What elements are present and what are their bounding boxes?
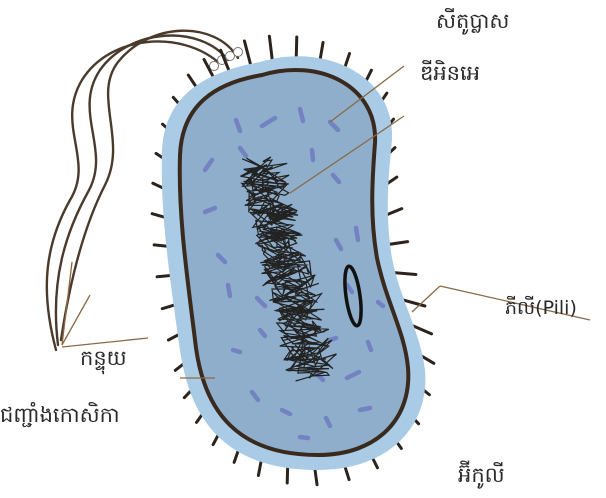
label-cell-wall: ជញ្ជាំងកោសិកា [0, 402, 120, 433]
label-ecoli: អ៊ីកូលី [458, 462, 505, 493]
label-pili: ភីលី(Pili) [505, 296, 577, 324]
label-dna: ឌីអិនអេ [420, 60, 480, 91]
label-flagellum: កន្ទុយ [80, 345, 127, 376]
label-cytoplasm: សីតូប្លាស [436, 8, 509, 39]
